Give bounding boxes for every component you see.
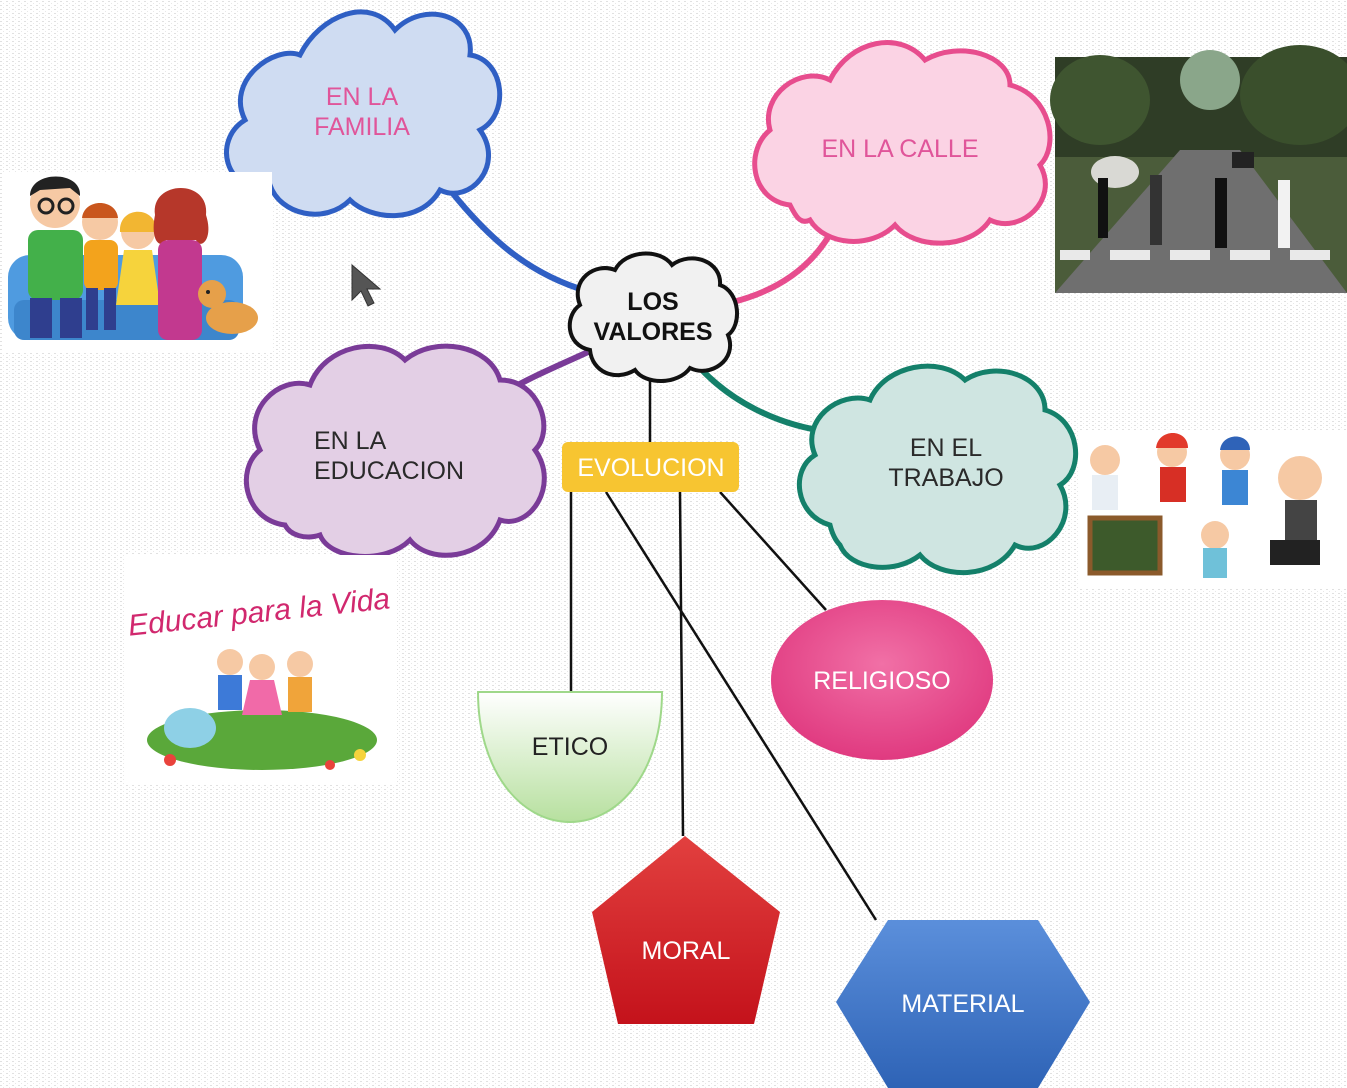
street-crossing-photo bbox=[1050, 45, 1347, 293]
calle-label: EN LA CALLE bbox=[821, 135, 978, 163]
cursor-icon bbox=[351, 263, 382, 307]
family-cartoon-image bbox=[2, 172, 272, 352]
connector-moral bbox=[678, 491, 685, 837]
trabajo-label-line1: EN EL bbox=[910, 434, 982, 462]
educar-para-la-vida-image: Educar para la Vida bbox=[125, 555, 397, 785]
node-material[interactable]: MATERIAL bbox=[836, 920, 1090, 1088]
educacion-label-line2: EDUCACION bbox=[314, 457, 464, 485]
center-label-line1: LOS bbox=[627, 288, 678, 316]
etico-label: ETICO bbox=[532, 733, 608, 761]
node-evolucion[interactable]: EVOLUCION bbox=[562, 442, 739, 492]
connector-religioso bbox=[719, 491, 827, 611]
central-node-los-valores[interactable]: LOS VALORES bbox=[567, 251, 740, 383]
religioso-label: RELIGIOSO bbox=[813, 667, 951, 695]
evolucion-label: EVOLUCION bbox=[577, 454, 724, 482]
workers-cartoon-image bbox=[1080, 430, 1347, 588]
familia-label-line1: EN LA bbox=[326, 83, 399, 111]
cloud-en-la-calle[interactable]: EN LA CALLE bbox=[752, 40, 1053, 246]
connector-material bbox=[604, 491, 878, 921]
connector-familia bbox=[447, 188, 591, 295]
moral-label: MORAL bbox=[642, 937, 731, 965]
node-etico[interactable]: ETICO bbox=[476, 691, 664, 824]
familia-label-line2: FAMILIA bbox=[314, 113, 410, 141]
cloud-en-la-educacion[interactable]: EN LA EDUCACION bbox=[243, 343, 547, 559]
cloud-en-el-trabajo[interactable]: EN EL TRABAJO bbox=[797, 363, 1078, 576]
node-religioso[interactable]: RELIGIOSO bbox=[771, 600, 993, 760]
educacion-label-line1: EN LA bbox=[314, 427, 387, 455]
material-label: MATERIAL bbox=[901, 990, 1024, 1018]
center-label-line2: VALORES bbox=[594, 318, 713, 346]
trabajo-label-line2: TRABAJO bbox=[888, 464, 1003, 492]
cloud-en-la-familia[interactable]: EN LA FAMILIA bbox=[224, 9, 503, 219]
node-moral[interactable]: MORAL bbox=[592, 836, 780, 1024]
